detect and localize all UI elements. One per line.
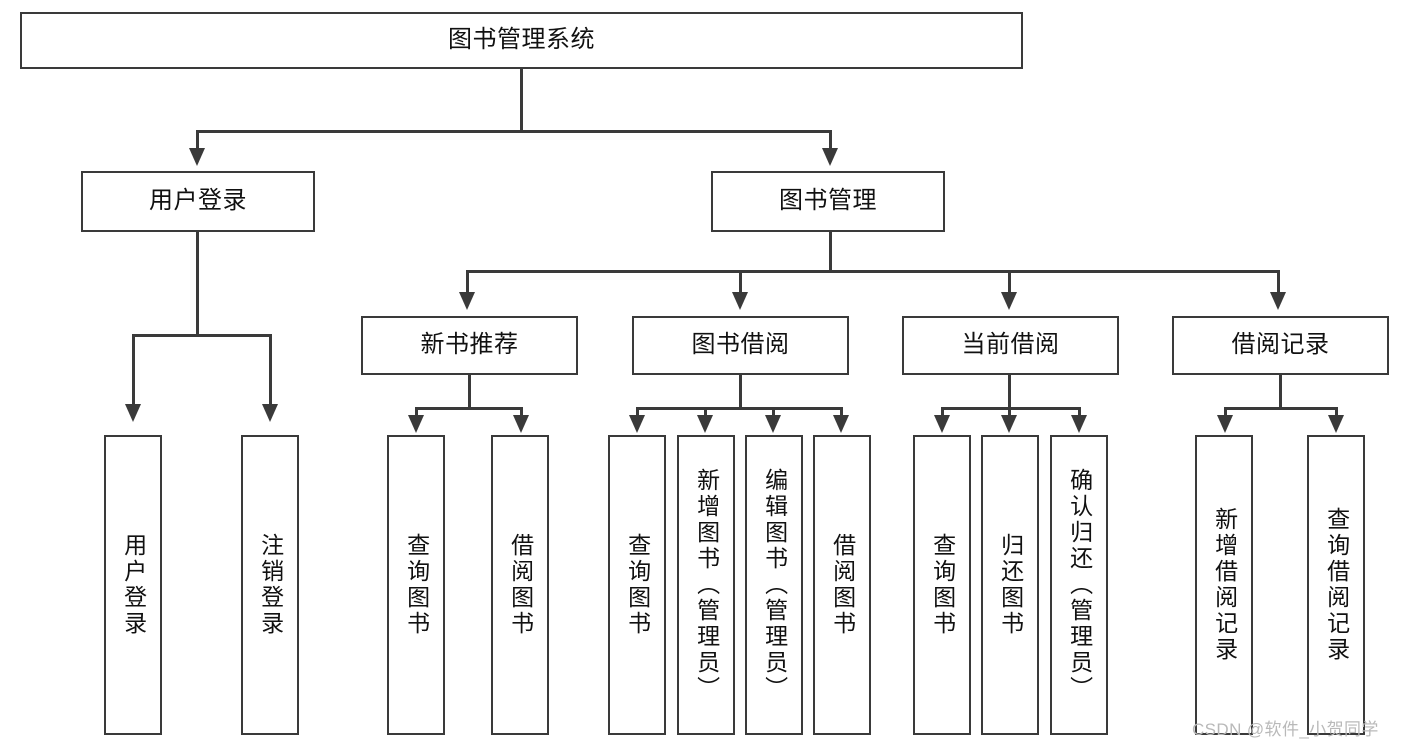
edge-current-borrow-drop-3: [1078, 407, 1081, 417]
node-leaf-borrow-book-2[interactable]: 借阅图书: [813, 435, 871, 735]
edge-borrow-record-drop-1: [1224, 407, 1227, 417]
edge-book-borrow-stem: [739, 375, 742, 409]
edge-current-borrow-drop-1: [941, 407, 944, 417]
edge-book-manage-drop-3: [1008, 270, 1011, 294]
node-label: 新增图书（管理员）: [693, 468, 720, 702]
edge-new-book-drop-2: [520, 407, 523, 417]
edge-book-manage-stem: [829, 232, 832, 272]
node-leaf-user-logout[interactable]: 注销登录: [241, 435, 299, 735]
edge-borrow-record-stem: [1279, 375, 1282, 409]
node-label: 借阅记录: [1231, 331, 1330, 359]
node-label: 图书管理系统: [448, 26, 595, 54]
arrow-to-leaf-borrow-book-1: [513, 415, 529, 433]
edge-book-borrow-drop-2: [704, 407, 707, 417]
arrow-to-user-login: [189, 148, 205, 166]
arrow-to-leaf-query-record: [1328, 415, 1344, 433]
arrow-to-book-manage: [822, 148, 838, 166]
edge-user-login-stem: [196, 232, 199, 336]
edge-current-borrow-drop-2: [1008, 407, 1011, 417]
edge-book-manage-drop-1: [466, 270, 469, 294]
node-label: 编辑图书（管理员）: [761, 468, 788, 702]
node-leaf-query-book-1[interactable]: 查询图书: [387, 435, 445, 735]
node-root-system[interactable]: 图书管理系统: [20, 12, 1023, 69]
arrow-to-leaf-user-login: [125, 404, 141, 422]
csdn-watermark: CSDN @软件_小贺同学: [1192, 720, 1379, 739]
arrow-to-leaf-query-book-1: [408, 415, 424, 433]
node-leaf-borrow-book-1[interactable]: 借阅图书: [491, 435, 549, 735]
edge-book-manage-bar: [466, 270, 1280, 273]
edge-borrow-record-bar: [1224, 407, 1338, 410]
edge-borrow-record-drop-2: [1335, 407, 1338, 417]
arrow-to-book-borrow: [732, 292, 748, 310]
node-user-login[interactable]: 用户登录: [81, 171, 315, 232]
arrow-to-leaf-return-book: [1001, 415, 1017, 433]
edge-root-to-book-manage: [829, 130, 832, 152]
edge-book-borrow-drop-3: [772, 407, 775, 417]
node-leaf-user-login[interactable]: 用户登录: [104, 435, 162, 735]
arrow-to-leaf-query-book-3: [934, 415, 950, 433]
node-book-manage[interactable]: 图书管理: [711, 171, 945, 232]
node-leaf-return-book[interactable]: 归还图书: [981, 435, 1039, 735]
edge-root-bar: [196, 130, 832, 133]
edge-new-book-bar: [415, 407, 523, 410]
arrow-to-current-borrow: [1001, 292, 1017, 310]
node-label: 新书推荐: [420, 331, 519, 359]
edge-book-manage-drop-2: [739, 270, 742, 294]
edge-user-login-drop-1: [132, 334, 135, 406]
edge-root-stem: [520, 69, 523, 132]
node-label: 借阅图书: [507, 533, 534, 637]
node-new-book-recommend[interactable]: 新书推荐: [361, 316, 578, 375]
node-leaf-query-record[interactable]: 查询借阅记录: [1307, 435, 1365, 735]
node-leaf-edit-book[interactable]: 编辑图书（管理员）: [745, 435, 803, 735]
arrow-to-borrow-record: [1270, 292, 1286, 310]
edge-current-borrow-stem: [1008, 375, 1011, 409]
arrow-to-leaf-add-book: [697, 415, 713, 433]
node-label: 查询图书: [929, 533, 956, 637]
node-leaf-query-book-2[interactable]: 查询图书: [608, 435, 666, 735]
node-label: 图书管理: [779, 187, 877, 215]
node-label: 查询借阅记录: [1323, 507, 1350, 663]
edge-root-to-user-login: [196, 130, 199, 152]
arrow-to-leaf-user-logout: [262, 404, 278, 422]
node-leaf-confirm-return[interactable]: 确认归还（管理员）: [1050, 435, 1108, 735]
edge-new-book-stem: [468, 375, 471, 409]
node-label: 归还图书: [997, 533, 1024, 637]
node-borrow-record[interactable]: 借阅记录: [1172, 316, 1389, 375]
edge-book-borrow-drop-1: [636, 407, 639, 417]
node-label: 注销登录: [257, 533, 284, 637]
node-leaf-add-book[interactable]: 新增图书（管理员）: [677, 435, 735, 735]
arrow-to-leaf-query-book-2: [629, 415, 645, 433]
node-label: 确认归还（管理员）: [1066, 468, 1093, 702]
edge-new-book-drop-1: [415, 407, 418, 417]
node-label: 新增借阅记录: [1211, 507, 1238, 663]
edge-book-borrow-drop-4: [840, 407, 843, 417]
node-leaf-query-book-3[interactable]: 查询图书: [913, 435, 971, 735]
node-label: 查询图书: [403, 533, 430, 637]
node-label: 当前借阅: [961, 331, 1060, 359]
node-label: 借阅图书: [829, 533, 856, 637]
arrow-to-leaf-add-record: [1217, 415, 1233, 433]
edge-user-login-bar: [132, 334, 271, 337]
node-current-borrow[interactable]: 当前借阅: [902, 316, 1119, 375]
node-leaf-add-record[interactable]: 新增借阅记录: [1195, 435, 1253, 735]
node-label: 用户登录: [120, 533, 147, 637]
arrow-to-leaf-edit-book: [765, 415, 781, 433]
arrow-to-new-book-recommend: [459, 292, 475, 310]
node-label: 图书借阅: [691, 331, 790, 359]
edge-user-login-drop-2: [269, 334, 272, 406]
node-book-borrow[interactable]: 图书借阅: [632, 316, 849, 375]
arrow-to-leaf-confirm-return: [1071, 415, 1087, 433]
node-label: 查询图书: [624, 533, 651, 637]
node-label: 用户登录: [149, 187, 247, 215]
arrow-to-leaf-borrow-book-2: [833, 415, 849, 433]
edge-current-borrow-bar: [941, 407, 1081, 410]
edge-book-manage-drop-4: [1277, 270, 1280, 294]
edge-book-borrow-bar: [636, 407, 843, 410]
